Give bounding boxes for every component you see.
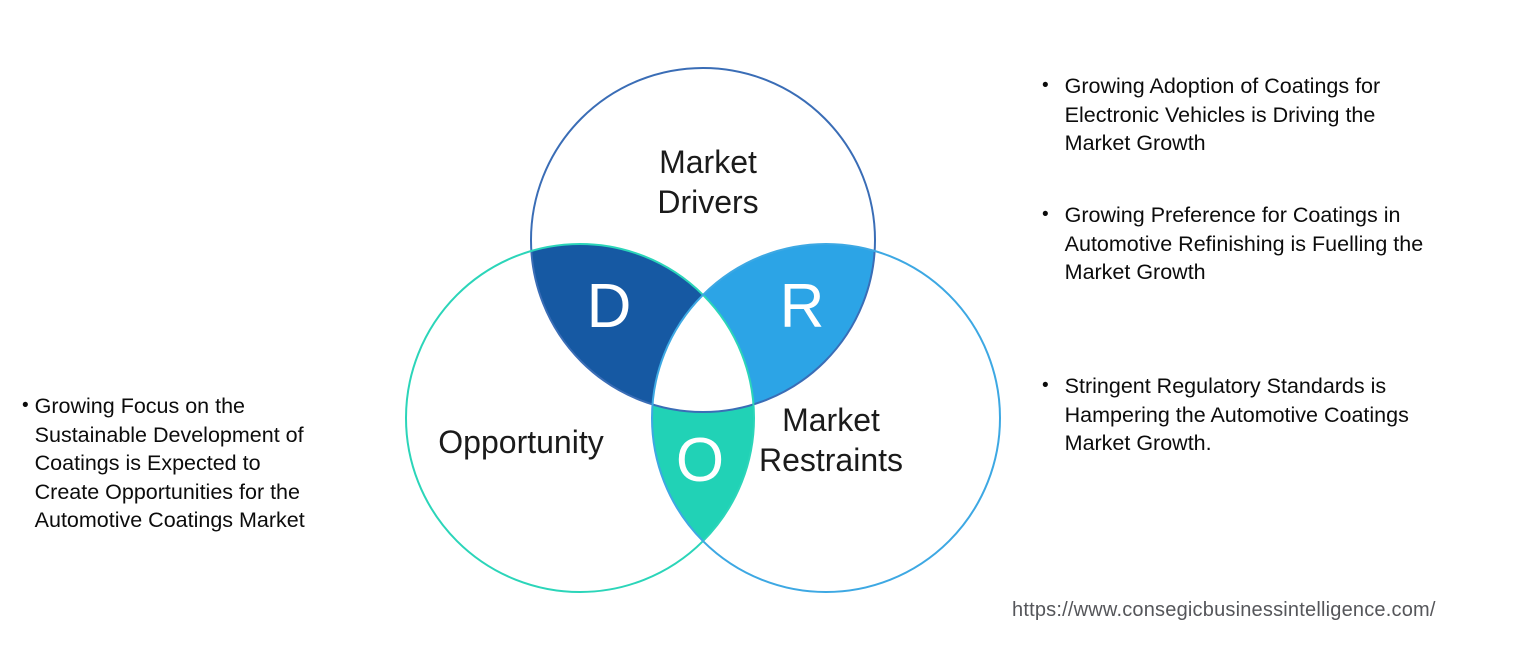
overlap-region-d — [531, 244, 754, 412]
restraint-note-1-text: Stringent Regulatory Standards is Hamper… — [1064, 374, 1409, 455]
restraints-circle-label: Market Restraints — [758, 402, 904, 478]
bullet-dot-icon: • — [1042, 375, 1049, 396]
region-letter-o: O — [675, 425, 725, 495]
opportunity-note-text: Growing Focus on the Sustainable Develop… — [34, 394, 305, 532]
driver-note-1-text: Growing Adoption of Coatings for Electro… — [1064, 74, 1381, 155]
bullet-dot-icon: • — [1042, 204, 1049, 225]
drivers-circle-label: Market Drivers — [657, 144, 759, 220]
opportunity-circle — [405, 243, 755, 593]
source-url: https://www.consegicbusinessintelligence… — [1012, 599, 1436, 621]
driver-note-1: • Growing Adoption of Coatings for Elect… — [1042, 72, 1512, 158]
region-letter-r: R — [779, 271, 825, 341]
region-letter-d: D — [586, 271, 632, 341]
driver-note-2: • Growing Preference for Coatings in Aut… — [1042, 201, 1512, 287]
opportunity-circle-label: Opportunity — [438, 424, 604, 460]
restraints-circle — [651, 243, 1001, 593]
drivers-circle — [530, 67, 876, 413]
driver-note-2-text: Growing Preference for Coatings in Autom… — [1064, 203, 1424, 284]
restraint-note-1: • Stringent Regulatory Standards is Hamp… — [1042, 372, 1512, 458]
bullet-dot-icon: • — [1042, 75, 1049, 96]
overlap-region-r — [652, 244, 875, 412]
opportunity-note: • Growing Focus on the Sustainable Devel… — [22, 392, 392, 535]
bullet-dot-icon: • — [22, 395, 29, 416]
